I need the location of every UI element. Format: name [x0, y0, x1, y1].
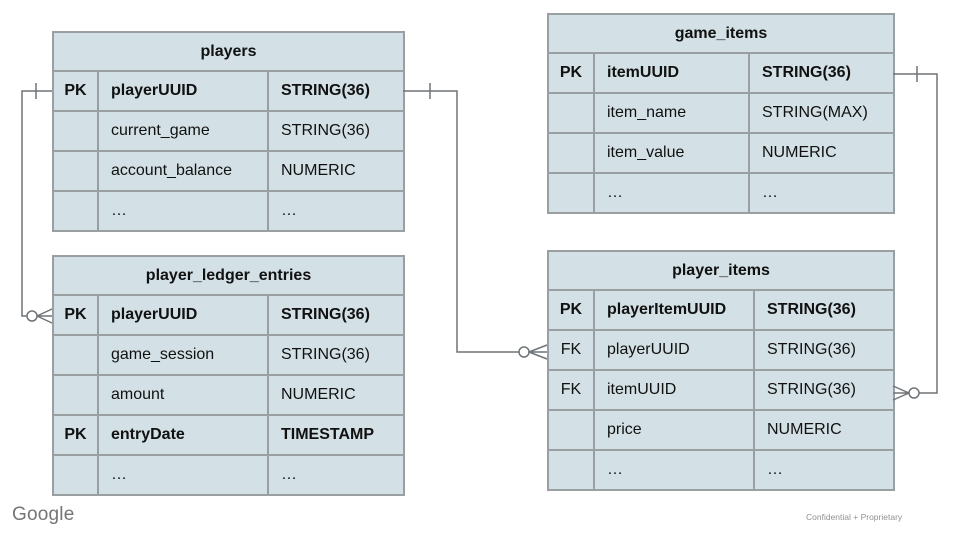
key-cell	[52, 150, 99, 192]
key-cell	[547, 92, 595, 134]
table-row: FK playerUUID STRING(36)	[547, 329, 895, 371]
key-cell: PK	[52, 294, 99, 336]
google-logo: Google	[12, 504, 75, 525]
column-name-cell: playerUUID	[97, 294, 269, 336]
zero-circle-icon	[518, 346, 530, 358]
column-type-cell: STRING(36)	[753, 369, 895, 411]
table-title-players: players	[51, 31, 406, 72]
column-type-cell: …	[266, 454, 406, 496]
table-header-row: player_ledger_entries	[51, 255, 406, 296]
zero-circle-icon	[26, 310, 38, 322]
table-title-player-ledger-entries: player_ledger_entries	[51, 255, 406, 296]
table-row: … …	[547, 172, 895, 214]
table-row: game_session STRING(36)	[52, 334, 406, 376]
column-type-cell: STRING(36)	[266, 334, 406, 376]
column-name-cell: game_session	[97, 334, 269, 376]
column-name-cell: current_game	[97, 110, 269, 152]
connector-line	[893, 73, 938, 394]
column-name-cell: …	[593, 449, 755, 491]
table-header-row: game_items	[547, 13, 895, 54]
table-row: … …	[52, 454, 406, 496]
column-type-cell: TIMESTAMP	[266, 414, 406, 456]
column-name-cell: amount	[97, 374, 269, 416]
column-name-cell: playerItemUUID	[593, 289, 755, 331]
key-cell: FK	[547, 369, 595, 411]
column-type-cell: STRING(MAX)	[748, 92, 895, 134]
column-type-cell: STRING(36)	[266, 294, 406, 336]
column-type-cell: NUMERIC	[753, 409, 895, 451]
table-row: PK entryDate TIMESTAMP	[52, 414, 406, 456]
column-name-cell: itemUUID	[593, 369, 755, 411]
table-row: item_value NUMERIC	[547, 132, 895, 174]
column-type-cell: STRING(36)	[753, 289, 895, 331]
key-cell	[52, 374, 99, 416]
key-cell	[547, 449, 595, 491]
key-cell	[52, 190, 99, 232]
crow-foot-icon	[528, 344, 548, 360]
table-game-items: game_items PK itemUUID STRING(36) item_n…	[547, 13, 895, 214]
table-row: price NUMERIC	[547, 409, 895, 451]
key-cell: FK	[547, 329, 595, 371]
table-row: FK itemUUID STRING(36)	[547, 369, 895, 411]
zero-circle-icon	[908, 387, 920, 399]
key-cell	[52, 454, 99, 496]
connector-players-to-player-items	[403, 83, 548, 360]
table-row: … …	[547, 449, 895, 491]
key-cell: PK	[547, 52, 595, 94]
table-row: item_name STRING(MAX)	[547, 92, 895, 134]
key-cell: PK	[547, 289, 595, 331]
table-title-player-items: player_items	[547, 250, 895, 291]
column-name-cell: …	[97, 454, 269, 496]
table-row: PK playerItemUUID STRING(36)	[547, 289, 895, 331]
table-row: PK itemUUID STRING(36)	[547, 52, 895, 94]
key-cell: PK	[52, 70, 99, 112]
table-players: players PK playerUUID STRING(36) current…	[51, 31, 406, 232]
column-type-cell: NUMERIC	[266, 150, 406, 192]
crow-foot-icon	[36, 308, 53, 324]
table-header-row: player_items	[547, 250, 895, 291]
column-type-cell: STRING(36)	[266, 70, 406, 112]
column-name-cell: account_balance	[97, 150, 269, 192]
table-title-game-items: game_items	[547, 13, 895, 54]
column-type-cell: STRING(36)	[748, 52, 895, 94]
crow-foot-icon	[892, 385, 910, 401]
column-type-cell: NUMERIC	[748, 132, 895, 174]
connector-game-items-to-player-items	[892, 66, 938, 401]
column-name-cell: playerUUID	[593, 329, 755, 371]
connector-line	[403, 90, 519, 353]
key-cell	[52, 110, 99, 152]
table-row: current_game STRING(36)	[52, 110, 406, 152]
column-type-cell: …	[753, 449, 895, 491]
column-type-cell: …	[266, 190, 406, 232]
key-cell: PK	[52, 414, 99, 456]
column-name-cell: entryDate	[97, 414, 269, 456]
table-player-ledger-entries: player_ledger_entries PK playerUUID STRI…	[51, 255, 406, 496]
table-header-row: players	[51, 31, 406, 72]
column-type-cell: STRING(36)	[266, 110, 406, 152]
column-name-cell: itemUUID	[593, 52, 750, 94]
column-name-cell: item_name	[593, 92, 750, 134]
column-name-cell: playerUUID	[97, 70, 269, 112]
connector-players-to-ledger	[21, 83, 53, 324]
table-row: PK playerUUID STRING(36)	[52, 70, 406, 112]
column-type-cell: STRING(36)	[753, 329, 895, 371]
table-row: PK playerUUID STRING(36)	[52, 294, 406, 336]
table-player-items: player_items PK playerItemUUID STRING(36…	[547, 250, 895, 491]
key-cell	[547, 172, 595, 214]
column-type-cell: NUMERIC	[266, 374, 406, 416]
column-name-cell: item_value	[593, 132, 750, 174]
key-cell	[547, 409, 595, 451]
table-row: … …	[52, 190, 406, 232]
confidential-note: Confidential + Proprietary	[806, 512, 903, 522]
table-row: amount NUMERIC	[52, 374, 406, 416]
column-type-cell: …	[748, 172, 895, 214]
key-cell	[547, 132, 595, 174]
column-name-cell: price	[593, 409, 755, 451]
column-name-cell: …	[593, 172, 750, 214]
table-row: account_balance NUMERIC	[52, 150, 406, 192]
column-name-cell: …	[97, 190, 269, 232]
connector-line	[21, 90, 52, 317]
key-cell	[52, 334, 99, 376]
